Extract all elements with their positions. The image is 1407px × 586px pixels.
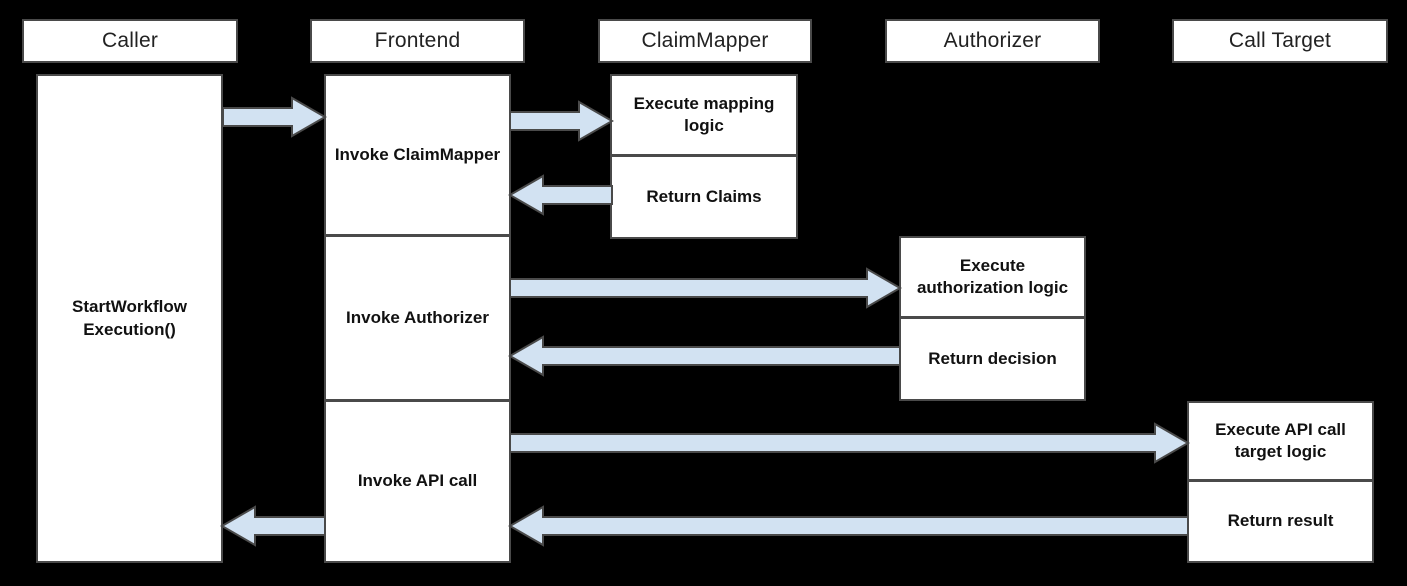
lane-header-calltarget: Call Target [1172, 19, 1388, 63]
activation-calltarget-return-result: Return result [1187, 481, 1374, 563]
activation-claimmapper-execute-mapping: Execute mapping logic [610, 74, 798, 156]
activation-calltarget-execute-target: Execute API call target logic [1187, 401, 1374, 481]
activation-authorizer-execute-auth: Execute authorization logic [899, 236, 1086, 318]
activation-label: Invoke API call [357, 471, 478, 491]
lane-header-label: Caller [101, 29, 159, 52]
message-arrow-frontend-to-calltarget [509, 422, 1191, 464]
message-arrow-authorizer-to-frontend [507, 335, 901, 377]
activation-label: Execute authorization logic [916, 255, 1069, 297]
activation-claimmapper-return-claims: Return Claims [610, 156, 798, 239]
message-arrow-frontend-to-caller [219, 505, 326, 547]
activation-label: Invoke Authorizer [346, 307, 489, 327]
lane-header-frontend: Frontend [310, 19, 525, 63]
lane-header-label: ClaimMapper [641, 29, 769, 52]
activation-authorizer-return-decision: Return decision [899, 318, 1086, 401]
message-arrow-caller-to-frontend [222, 96, 328, 138]
activation-frontend-invoke-api-call: Invoke API call [324, 401, 511, 563]
lane-header-label: Authorizer [943, 29, 1042, 52]
activation-label: StartWorkflow Execution() [72, 297, 187, 339]
activation-caller-start-workflow: StartWorkflow Execution() [36, 74, 223, 563]
message-arrow-frontend-to-claimmapper [509, 100, 615, 142]
lane-header-authorizer: Authorizer [885, 19, 1100, 63]
message-arrow-claimmapper-to-frontend [507, 174, 613, 216]
message-arrow-calltarget-to-frontend [507, 505, 1189, 547]
activation-label: Execute API call target logic [1215, 419, 1346, 461]
activation-frontend-invoke-authorizer: Invoke Authorizer [324, 236, 511, 401]
lane-header-caller: Caller [22, 19, 238, 63]
activation-label: Return result [1227, 511, 1334, 531]
activation-label: Execute mapping logic [633, 93, 775, 135]
message-arrow-frontend-to-authorizer [509, 267, 903, 309]
activation-label: Return decision [928, 348, 1057, 368]
activation-frontend-invoke-claimmapper: Invoke ClaimMapper [324, 74, 511, 236]
activation-label: Return Claims [646, 186, 762, 206]
activation-label: Invoke ClaimMapper [334, 144, 501, 164]
lane-header-claimmapper: ClaimMapper [598, 19, 812, 63]
lane-header-label: Call Target [1228, 29, 1332, 52]
lane-header-label: Frontend [374, 29, 461, 52]
